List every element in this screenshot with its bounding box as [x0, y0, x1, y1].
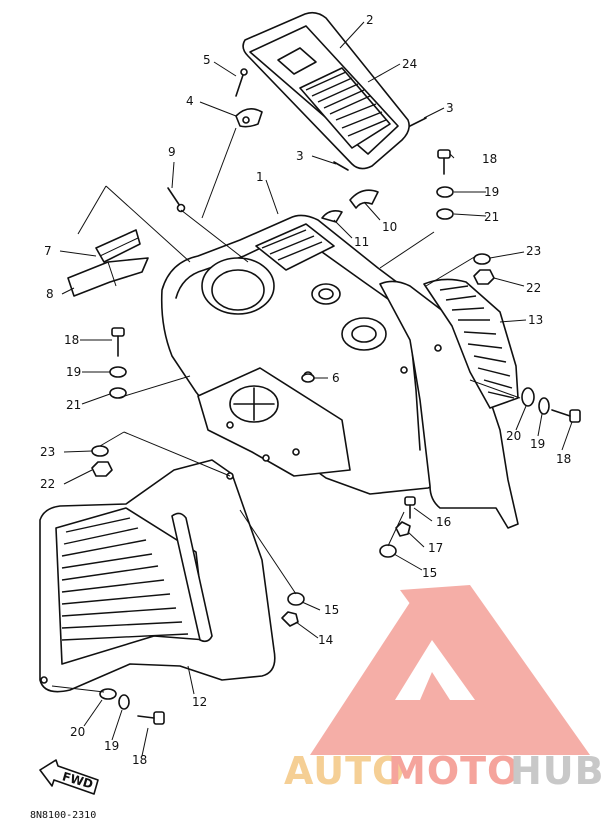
callout-18-upper-right: 18: [482, 152, 497, 166]
callout-7: 7: [44, 244, 52, 258]
callout-13: 13: [528, 313, 543, 327]
callout-3-right: 3: [446, 101, 454, 115]
callout-19-bottom: 19: [104, 739, 119, 753]
part-10-bracket: [349, 189, 379, 209]
part-12-left-panel: [39, 459, 276, 693]
watermark-text-moto: MOTO: [388, 749, 520, 793]
callout-15-right: 15: [422, 566, 437, 580]
part-2-seat-cover: [242, 11, 410, 170]
part-18-bolt-right: [551, 409, 581, 423]
part-1-front-fender: [160, 214, 441, 495]
part-23-nut-right: [473, 253, 491, 265]
callout-2: 2: [366, 13, 374, 27]
part-11-bracket: [321, 210, 343, 223]
assembly-guide-lines: [51, 127, 521, 693]
watermark-text: AUTO MOTO HUB: [284, 749, 605, 793]
watermark-text-auto: AUTO: [284, 749, 405, 793]
part-18-bolt-left: [111, 327, 125, 357]
part-20-washer-bottom: [99, 688, 117, 700]
part-20-washer-right: [521, 387, 535, 407]
part-23-nut-left: [91, 445, 109, 457]
part-17-washer: [395, 521, 411, 537]
watermark-text-hub: HUB: [510, 749, 605, 793]
part-16-bolt: [404, 496, 416, 519]
callout-17: 17: [428, 541, 443, 555]
watermark-logo-inner-cutout: [395, 640, 475, 700]
part-15-grommet-right: [379, 544, 397, 558]
drawing-code: 8N8100-2310: [30, 810, 96, 821]
callout-16: 16: [436, 515, 451, 529]
callout-8: 8: [46, 287, 54, 301]
callout-10: 10: [382, 220, 397, 234]
callout-18-bottom: 18: [132, 753, 147, 767]
callout-19-left: 19: [66, 365, 81, 379]
watermark-logo: [310, 585, 590, 755]
callout-23-left: 23: [40, 445, 55, 459]
watermark-logo-triangle-right: [400, 585, 590, 755]
part-19-washer-left: [109, 366, 127, 378]
part-22-nut-left: [91, 461, 113, 477]
part-14-nut: [281, 611, 299, 627]
callout-5: 5: [203, 53, 211, 67]
part-19-washer-right: [538, 397, 550, 415]
callout-labels: 2 24 3 3 5 4 9 1 10 11 18 19 21 23 22 13…: [40, 13, 571, 767]
part-9-bolt: [167, 187, 186, 213]
callout-18-right: 18: [556, 452, 571, 466]
part-18-bolt-bottom: [137, 711, 165, 725]
part-21-washer-upper-right: [436, 208, 454, 220]
part-6-screw: [301, 373, 315, 383]
callout-22-right: 22: [526, 281, 541, 295]
part-19-washer-bottom: [118, 694, 130, 710]
part-7-bracket: [95, 229, 141, 263]
callout-20-bottom: 20: [70, 725, 85, 739]
part-4-clip: [235, 108, 263, 128]
callout-4: 4: [186, 94, 194, 108]
callout-18-left: 18: [64, 333, 79, 347]
callout-23-right: 23: [526, 244, 541, 258]
part-18-bolt-upper-right: [437, 149, 451, 175]
callout-9: 9: [168, 145, 176, 159]
callout-12: 12: [192, 695, 207, 709]
part-22-nut-right: [473, 269, 495, 285]
part-3-pin-left: [333, 161, 349, 171]
callout-24: 24: [402, 57, 417, 71]
callout-19-upper-right: 19: [484, 185, 499, 199]
callout-22-left: 22: [40, 477, 55, 491]
callout-11: 11: [354, 235, 369, 249]
callout-21-left: 21: [66, 398, 81, 412]
callout-6: 6: [332, 371, 340, 385]
callout-20-right: 20: [506, 429, 521, 443]
part-15-grommet-lower: [287, 592, 305, 606]
callout-19-right: 19: [530, 437, 545, 451]
callout-1: 1: [256, 170, 264, 184]
callout-14: 14: [318, 633, 333, 647]
callout-leaders: [59, 21, 573, 757]
part-24-pad-texture: [299, 67, 391, 149]
part-3-pin-right: [409, 117, 427, 127]
forward-direction-arrow: FWD: [39, 759, 99, 795]
part-5-screw: [235, 68, 248, 97]
callout-15-lower: 15: [324, 603, 339, 617]
part-19-washer-upper-right: [436, 186, 454, 198]
callout-3-left: 3: [296, 149, 304, 163]
part-8-bracket: [67, 257, 149, 297]
callout-21-upper-right: 21: [484, 210, 499, 224]
